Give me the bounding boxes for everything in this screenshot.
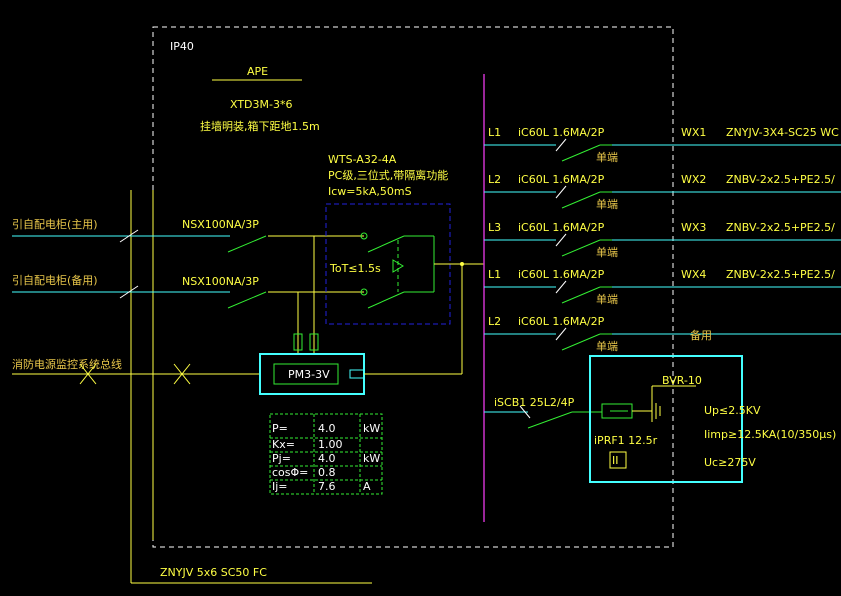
panel-name: APE xyxy=(247,65,268,78)
input-2-label: 引自配电柜(备用) xyxy=(12,273,98,287)
fire-signal-cross-2b xyxy=(173,363,191,385)
ip-rating: IP40 xyxy=(170,40,194,53)
load-param-value: 1.00 xyxy=(318,438,343,451)
feeder-id: WX3 xyxy=(681,221,706,234)
feeder-id: WX2 xyxy=(681,173,706,186)
feeder-phase: L2 xyxy=(488,173,501,186)
feeder-switch-blade xyxy=(561,191,601,209)
feeder-breaker-tick xyxy=(555,233,567,247)
load-param-name: Pj= xyxy=(272,452,291,465)
feeder-cable: ZNBV-2x2.5+PE2.5/ xyxy=(726,173,835,186)
feeder-switch-blade xyxy=(561,333,601,351)
feeder-breaker-tick xyxy=(555,185,567,199)
spd-up: Up≤2.5KV xyxy=(704,404,761,417)
load-param-unit: kW xyxy=(363,452,380,465)
spd-iimp: Iimp≥12.5KA(10/350μs) xyxy=(704,428,836,441)
feeder-breaker: iC60L 1.6MA/2P xyxy=(518,315,605,328)
spd-prf: iPRF1 12.5r xyxy=(594,434,658,447)
tap-fuse-2 xyxy=(309,333,319,351)
load-param-name: Kx= xyxy=(272,438,295,451)
feeder-id: WX4 xyxy=(681,268,706,281)
input-1-breaker: NSX100NA/3P xyxy=(182,218,259,231)
feeder-breaker: iC60L 1.6MA/2P xyxy=(518,126,605,139)
feeder-cable: ZNYJV-3X4-SC25 WC xyxy=(726,126,839,139)
ats-time: ToT≤1.5s xyxy=(329,262,381,275)
ats-contact-1 xyxy=(360,232,368,240)
ats-actuator xyxy=(392,259,404,273)
feeder-switch-blade xyxy=(561,286,601,304)
load-param-value: 0.8 xyxy=(318,466,336,479)
feeder-circuits: L1 iC60L 1.6MA/2P 单端 WX1 ZNYJV-3X4-SC25 WC L2… xyxy=(484,126,841,353)
load-param-name: Ij= xyxy=(272,480,288,493)
feeder-cable: ZNBV-2x2.5+PE2.5/ xyxy=(726,221,835,234)
load-param-unit: A xyxy=(363,480,371,493)
fire-signal-label: 消防电源监控系统总线 xyxy=(12,357,122,371)
spd-model: BVR-10 xyxy=(662,374,702,387)
feeder-note: 单端 xyxy=(596,340,618,353)
ats-contact-2 xyxy=(360,288,368,296)
spd-class: II xyxy=(612,454,619,467)
feeder-switch-blade xyxy=(561,144,601,162)
feeder-note: 单端 xyxy=(596,246,618,259)
feeder-breaker-tick xyxy=(555,138,567,152)
load-param-name: cosΦ= xyxy=(272,466,308,479)
ats-blade-2 xyxy=(367,291,405,309)
spd-breaker: iSCB1 25L2/4P xyxy=(494,396,575,409)
load-param-value: 7.6 xyxy=(318,480,336,493)
load-table-frame xyxy=(269,413,383,495)
spd-box xyxy=(589,355,743,483)
feeder-note: 单端 xyxy=(596,293,618,306)
input-1-label: 引自配电柜(主用) xyxy=(12,217,98,231)
monitor-model: PM3-3V xyxy=(288,368,330,381)
input-2-switch-blade xyxy=(227,291,267,309)
load-param-name: P= xyxy=(272,422,288,435)
ats-icw: Icw=5kA,50mS xyxy=(328,185,412,198)
spd-class-box xyxy=(609,451,627,469)
ats-desc: PC级,三位式,带隔离功能 xyxy=(328,168,448,182)
incoming-cable-label: ZNYJV 5x6 SC50 FC xyxy=(160,566,267,579)
feeder-breaker: iC60L 1.6MA/2P xyxy=(518,268,605,281)
spd-tick xyxy=(519,405,531,419)
ats-model: WTS-A32-4A xyxy=(328,153,397,166)
ats-blade-1 xyxy=(367,235,405,253)
feeder-phase: L1 xyxy=(488,268,501,281)
input-1-switch-blade xyxy=(227,235,267,253)
input-1-tick xyxy=(119,229,139,243)
feeder-phase: L2 xyxy=(488,315,501,328)
load-param-unit: kW xyxy=(363,422,380,435)
panel-mounting: 挂墙明装,箱下距地1.5m xyxy=(200,119,320,133)
feeder-breaker-tick xyxy=(555,327,567,341)
spd-uc: Uc≥275V xyxy=(704,456,756,469)
feeder-phase: L3 xyxy=(488,221,501,234)
feeder-breaker: iC60L 1.6MA/2P xyxy=(518,221,605,234)
input-2-tick xyxy=(119,285,139,299)
spare-label: 备用 xyxy=(690,328,712,342)
feeder-phase: L1 xyxy=(488,126,501,139)
feeder-cable: ZNBV-2x2.5+PE2.5/ xyxy=(726,268,835,281)
fire-signal-cross-1b xyxy=(79,363,97,385)
panel-model: XTD3M-3*6 xyxy=(230,98,293,111)
input-2-breaker: NSX100NA/3P xyxy=(182,275,259,288)
feeder-note: 单端 xyxy=(596,151,618,164)
feeder-breaker-tick xyxy=(555,280,567,294)
load-param-value: 4.0 xyxy=(318,452,336,465)
feeder-note: 单端 xyxy=(596,198,618,211)
load-param-value: 4.0 xyxy=(318,422,336,435)
monitor-fuse xyxy=(349,369,365,379)
tap-fuse-1 xyxy=(293,333,303,351)
spd-switch xyxy=(527,411,573,429)
feeder-id: WX1 xyxy=(681,126,706,139)
monitor-inner-box xyxy=(273,363,339,385)
feeder-breaker: iC60L 1.6MA/2P xyxy=(518,173,605,186)
feeder-switch-blade xyxy=(561,239,601,257)
